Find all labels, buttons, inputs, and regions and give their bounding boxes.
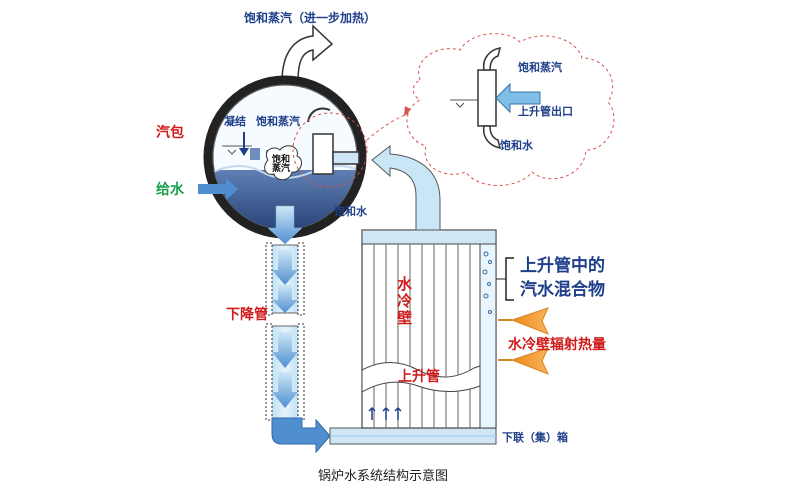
drum-separator	[307, 107, 360, 175]
label-sat-water-drum: 饱和水	[334, 205, 367, 218]
steam-bubble	[264, 145, 302, 181]
downcomer-upper	[265, 242, 305, 316]
label-bubble-steam: 饱和 蒸汽	[272, 155, 291, 175]
downcomer-lower	[265, 323, 305, 421]
drum-down-arrow	[267, 205, 303, 245]
lower-header	[329, 427, 497, 445]
label-condense: 凝结	[224, 115, 246, 128]
label-radiant-heat: 水冷壁辐射热量	[508, 337, 606, 353]
mixture-bracket	[496, 257, 514, 301]
zoom-detail-cloud	[406, 33, 615, 186]
label-mixture-line2: 汽水混合物	[520, 280, 605, 300]
label-lower-header: 下联（集）箱	[502, 431, 568, 444]
steam-outlet-arrow	[281, 24, 334, 83]
callout-line	[366, 111, 413, 141]
label-downcomer: 下降管	[226, 307, 268, 323]
label-water-wall: 水冷壁	[395, 276, 413, 327]
steam-drum	[203, 75, 368, 239]
label-mixture-line1: 上升管中的	[520, 256, 605, 276]
downcomer-elbow	[271, 417, 331, 454]
condense-arrow	[239, 132, 249, 156]
label-drum: 汽包	[156, 125, 184, 141]
label-feed-water: 给水	[156, 182, 184, 198]
label-riser-outlet: 上升管出口	[518, 105, 573, 118]
feed-water-arrow	[198, 178, 238, 200]
label-riser: 上升管	[398, 369, 440, 385]
figure-caption: 锅炉水系统结构示意图	[318, 469, 449, 484]
water-wall-panel	[361, 229, 497, 429]
radiant-heat-arrows	[498, 307, 549, 375]
label-sat-steam-drum: 饱和蒸汽	[256, 115, 300, 128]
callout-circle	[292, 112, 368, 188]
callout-arrowhead	[404, 106, 414, 116]
label-zoom-water: 饱和水	[500, 139, 533, 152]
label-zoom-steam: 饱和蒸汽	[518, 61, 562, 74]
riser-pipe	[371, 144, 441, 231]
label-top-steam: 饱和蒸汽（进一步加热）	[244, 11, 377, 25]
